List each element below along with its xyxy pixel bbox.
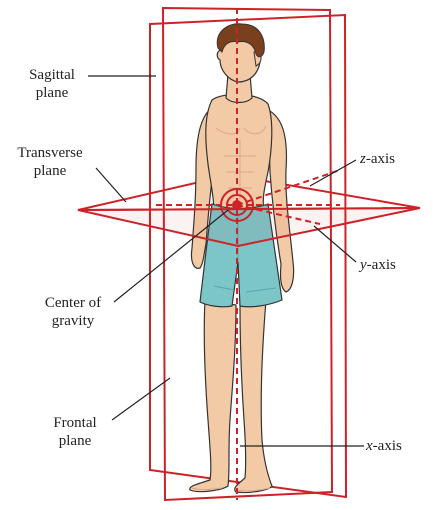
- z-axis-label: z-axis: [360, 150, 395, 168]
- z-axis-leader: [310, 160, 356, 186]
- y-axis-leader: [314, 226, 356, 262]
- y-axis-suffix: -axis: [367, 257, 396, 273]
- frontal-leader: [112, 378, 170, 420]
- center-of-gravity-label: Center of gravity: [28, 294, 118, 330]
- y-axis-var: y: [360, 257, 367, 273]
- transverse-plane-label: Transverse plane: [4, 144, 96, 180]
- sagittal-label-line1: Sagittal: [16, 66, 88, 84]
- frontal-label-line1: Frontal: [42, 414, 108, 432]
- transverse-leader: [96, 168, 126, 202]
- sagittal-plane-label: Sagittal plane: [16, 66, 88, 102]
- z-axis-suffix: -axis: [366, 151, 395, 167]
- frontal-label-line2: plane: [42, 432, 108, 450]
- x-axis-suffix: -axis: [373, 438, 402, 454]
- sagittal-label-line2: plane: [16, 84, 88, 102]
- human-figure: [190, 24, 294, 493]
- transverse-label-line1: Transverse: [4, 144, 96, 162]
- x-axis-var: x: [366, 438, 373, 454]
- center-label-line1: Center of: [28, 294, 118, 312]
- transverse-plane-front: [78, 208, 420, 246]
- y-axis-label: y-axis: [360, 256, 396, 274]
- center-label-line2: gravity: [28, 312, 118, 330]
- transverse-label-line2: plane: [4, 162, 96, 180]
- frontal-plane-label: Frontal plane: [42, 414, 108, 450]
- x-axis-label: x-axis: [366, 437, 402, 455]
